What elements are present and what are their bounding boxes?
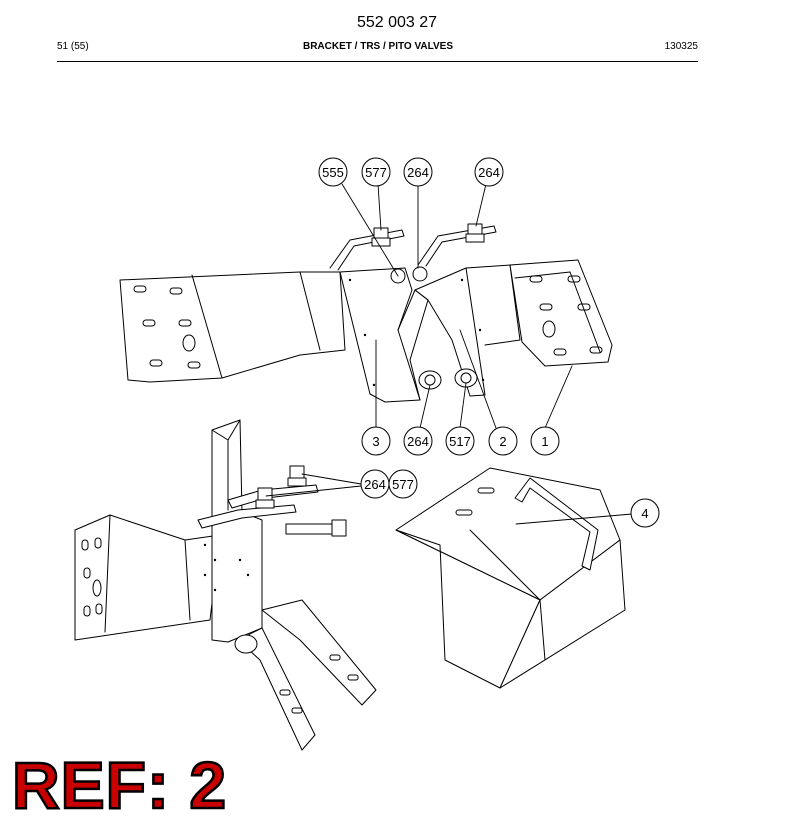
callout-3: 3 [361, 426, 391, 456]
cover-edge-lines [469, 529, 546, 661]
cover-part-4 [395, 467, 626, 689]
plate-rivets [348, 278, 485, 387]
valve-fittings [390, 266, 478, 390]
callout-label: 1 [541, 434, 548, 449]
callout-label: 3 [372, 434, 379, 449]
callout-577-top: 577 [361, 157, 391, 187]
lower-left-fold [104, 514, 191, 633]
callout-label: 264 [478, 165, 500, 180]
left-plate-holes [133, 285, 201, 369]
callout-264-top-left: 264 [403, 157, 433, 187]
top-bolts [371, 223, 485, 247]
swing-arm-left [237, 627, 316, 751]
valve-plate-edge [397, 289, 429, 401]
right-arm-plate [509, 259, 613, 367]
lower-clamp-lower [197, 504, 297, 529]
upper-bracket-assembly [119, 223, 613, 403]
page-number: 51 (55) [57, 41, 89, 52]
lower-left-plate [74, 514, 221, 641]
callout-label: 577 [392, 477, 414, 492]
callout-label: 4 [641, 506, 648, 521]
callout-label: 264 [407, 434, 429, 449]
document-number: 552 003 27 [356, 14, 438, 31]
center-bridge [465, 264, 521, 346]
top-clamp-right [417, 225, 497, 267]
callout-1: 1 [530, 426, 560, 456]
cover-slots [455, 487, 495, 516]
revision-code: 130325 [664, 41, 698, 52]
page-title: BRACKET / TRS / PITO VALVES [302, 41, 453, 52]
lower-left-holes [81, 537, 103, 617]
leader-lines [265, 183, 633, 525]
callout-517: 517 [445, 426, 475, 456]
callout-264-top-right: 264 [474, 157, 504, 187]
vertical-mount-edge [211, 419, 241, 511]
callout-555: 555 [318, 157, 348, 187]
reference-label: REF: 2 [11, 748, 228, 822]
left-arm-plate [119, 271, 346, 383]
callout-264-middle: 264 [403, 426, 433, 456]
swing-arm-right [261, 599, 377, 706]
cover-handle [514, 477, 599, 571]
callout-577-lower: 577 [388, 469, 418, 499]
lower-bracket-assembly [74, 419, 377, 751]
header-rule [57, 61, 698, 62]
cover-side-face [499, 539, 626, 689]
swing-arm-slots [279, 654, 359, 714]
right-plate-holes [529, 275, 603, 356]
valve-plate-left [339, 267, 421, 403]
callout-label: 2 [499, 434, 506, 449]
callout-4: 4 [630, 498, 660, 528]
callout-264-lower: 264 [360, 469, 390, 499]
top-clamp-left [329, 229, 405, 271]
vertical-mount-plate [211, 419, 263, 643]
callout-2: 2 [488, 426, 518, 456]
vertical-mount-holes [203, 543, 250, 592]
callout-label: 264 [364, 477, 386, 492]
callout-label: 577 [365, 165, 387, 180]
lower-bolts [255, 465, 347, 537]
cover-front-face [395, 529, 541, 689]
callout-label: 555 [322, 165, 344, 180]
callout-label: 517 [449, 434, 471, 449]
pivot-bushing [234, 634, 258, 654]
callout-label: 264 [407, 165, 429, 180]
left-arm-fold [191, 271, 321, 379]
